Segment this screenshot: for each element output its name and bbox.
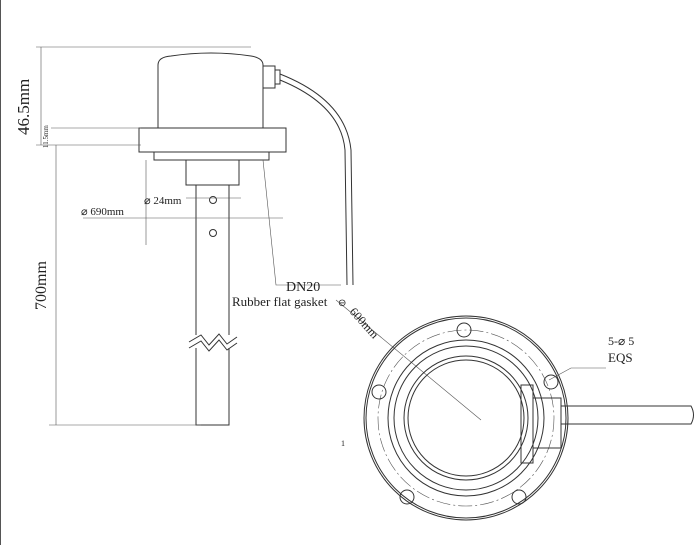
marker: 1 (341, 439, 345, 448)
bolt-hole (399, 489, 415, 505)
cable-edge (279, 79, 348, 286)
dome-circle-2 (407, 359, 525, 477)
label-dn20: DN20 (286, 280, 320, 295)
bolt-hole (543, 374, 559, 390)
probe-hole (209, 229, 217, 237)
cable-gland (262, 65, 276, 89)
break-mark (188, 333, 238, 346)
dim-flange-diameter: ⌀ 690mm (81, 206, 124, 218)
bolt-holes (371, 322, 559, 505)
housing (157, 52, 264, 129)
label-gasket: Rubber flat gasket (232, 294, 328, 309)
break-mark-2 (188, 339, 238, 352)
gland-nut (274, 69, 281, 85)
dim-tube-diameter: ⌀ 24mm (144, 195, 182, 207)
dim-46-5: 46.5mm (14, 79, 33, 135)
flange (138, 127, 287, 153)
housing-circle (387, 339, 545, 497)
gasket-plate (153, 151, 270, 161)
outer-flange (363, 315, 569, 521)
bolt-hole (456, 322, 472, 338)
label-holes: 5-⌀ 5 (608, 334, 634, 348)
top-view (363, 315, 694, 521)
bolt-hole (511, 489, 527, 505)
dome-circle (403, 355, 529, 481)
dim-600: 600mm (347, 305, 382, 342)
diameter-leader (335, 299, 482, 421)
connector-base (520, 384, 534, 464)
dim-11-5: 11.5mm (42, 125, 50, 148)
side-view (36, 46, 482, 426)
probe-tube (195, 185, 230, 426)
housing-circle-2 (393, 345, 539, 491)
bolt-hole (371, 384, 387, 400)
probe-hole (209, 196, 217, 204)
bolt-circle (377, 329, 555, 507)
cable (279, 73, 354, 286)
gasket-symbol: ⊖ (338, 298, 346, 309)
dim-700: 700mm (33, 261, 50, 310)
connector-body (532, 397, 562, 449)
outer-flange-inner (365, 317, 567, 519)
holes-leader (548, 367, 606, 381)
label-eqs: EQS (608, 350, 633, 365)
cable-top-view (561, 405, 694, 425)
neck (185, 159, 240, 186)
